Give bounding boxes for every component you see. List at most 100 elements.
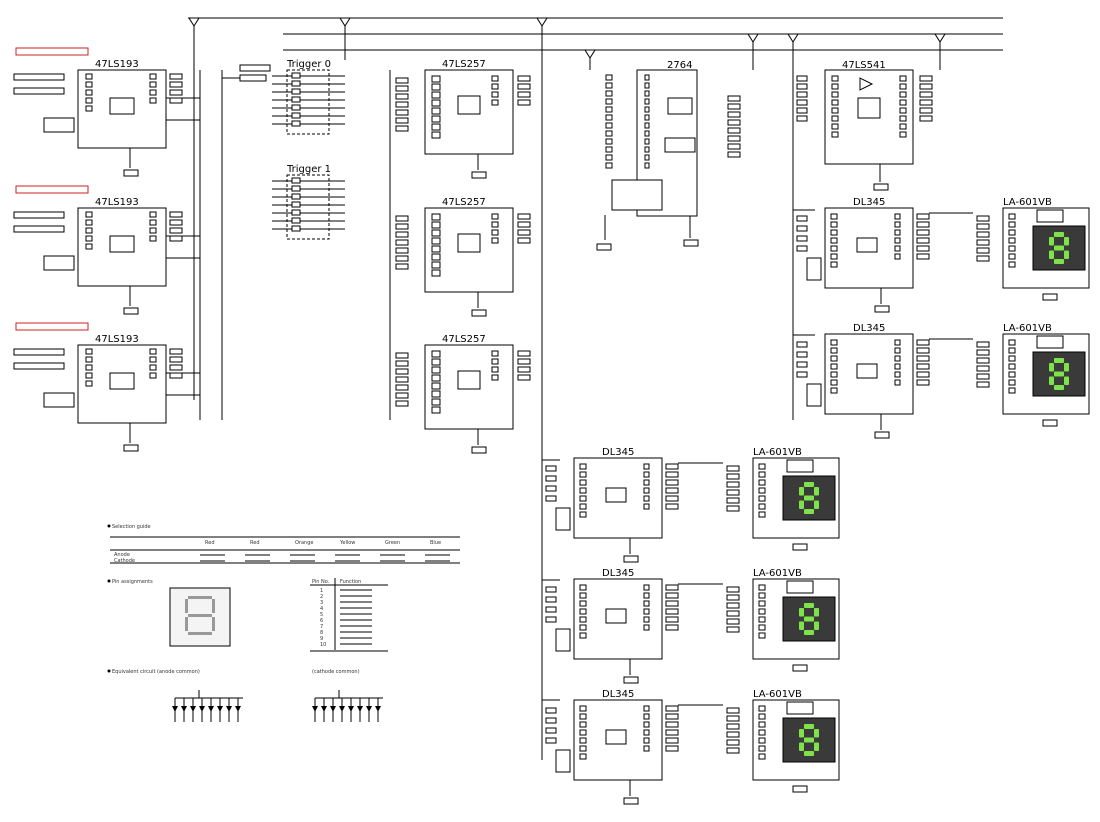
pin-pad — [976, 239, 990, 246]
pin-pad — [545, 727, 557, 734]
pin-pad — [431, 245, 441, 253]
pin-pad — [605, 146, 613, 153]
pin-pad — [579, 463, 587, 470]
pin-pad — [899, 115, 907, 122]
pin-pad — [976, 357, 990, 364]
pin-pad — [431, 382, 441, 390]
display-label: LA-601VB — [1003, 197, 1052, 208]
pin-pad — [431, 350, 441, 358]
pin-pad — [726, 505, 740, 512]
pin-pad — [149, 89, 157, 96]
pin-pad — [665, 624, 679, 631]
decoder-core — [605, 729, 627, 745]
red-marker — [15, 185, 89, 194]
pin-pad — [726, 489, 740, 496]
pin-pad — [491, 75, 499, 82]
pin-pad — [579, 632, 587, 639]
pin-pad — [796, 225, 808, 232]
pin-pad — [579, 608, 587, 615]
pin-pad — [431, 107, 441, 115]
bus-tap-line — [939, 33, 946, 43]
digit-segment — [1054, 245, 1064, 251]
pin-pad — [1008, 379, 1016, 386]
pin-pad — [431, 366, 441, 374]
pin-pad — [665, 729, 679, 736]
buffer-47ls541 — [796, 69, 933, 191]
diode-symbol — [181, 706, 187, 712]
pin-pad — [1008, 347, 1016, 354]
digit-segment — [1064, 363, 1069, 372]
mux-core — [457, 95, 481, 115]
display-pad — [792, 664, 808, 672]
pin-pad — [169, 73, 183, 80]
pin-pad — [395, 125, 409, 132]
pin-pad — [395, 352, 409, 359]
red-marker — [15, 322, 89, 331]
pin-pad — [431, 131, 441, 139]
decoder-core — [605, 608, 627, 624]
pin-pad — [643, 745, 650, 752]
display-label: LA-601VB — [1003, 323, 1052, 334]
pin-pad — [665, 479, 679, 486]
pin-pad — [644, 154, 650, 161]
pin-pad — [916, 221, 930, 228]
pin-pad — [644, 90, 650, 97]
eprom-core — [664, 137, 696, 153]
digit-segment — [804, 751, 814, 756]
pin-pad — [643, 471, 650, 478]
pin-pad — [644, 106, 650, 113]
display-label: LA-601VB — [753, 689, 802, 700]
pin-pad — [894, 253, 901, 260]
pin-pad — [1008, 229, 1016, 236]
pin-pad — [431, 358, 441, 366]
trigger-pad — [291, 104, 301, 111]
bullet — [107, 579, 111, 583]
pin-pad — [169, 81, 183, 88]
decoder-out-pad — [623, 797, 639, 805]
equiv-circuit-title: Equivalent circuit (anode common) — [112, 669, 200, 675]
pin-pad — [899, 83, 907, 90]
pin-pad — [665, 737, 679, 744]
trigger-pad — [291, 201, 301, 208]
pin-pad — [149, 356, 157, 363]
pin-pad — [85, 97, 93, 104]
pin-pad — [545, 707, 557, 714]
pin-pad — [545, 606, 557, 613]
bus-tap-line — [188, 17, 195, 27]
digit-segment — [1054, 385, 1064, 390]
pin-pad — [1008, 387, 1016, 394]
pin-pad — [894, 229, 901, 236]
pin-pad — [830, 245, 838, 252]
digit-segment — [804, 482, 814, 487]
table-col-header: Yellow — [339, 540, 355, 546]
pin-pad — [579, 745, 587, 752]
pin-pad — [919, 91, 933, 98]
counter-47ls193 — [13, 322, 200, 452]
pin-number: 3 — [320, 600, 323, 606]
pin-pad — [976, 247, 990, 254]
pin-pad — [491, 83, 499, 90]
digit-segment — [814, 487, 819, 496]
digit-segment — [804, 616, 814, 622]
pin-pad — [726, 723, 740, 730]
pin-pad — [758, 495, 766, 502]
pin-number: 7 — [320, 624, 323, 630]
pin-table-header: Pin No. — [312, 579, 330, 585]
pin-pad — [830, 371, 838, 378]
trigger-pad — [291, 120, 301, 127]
bus-tap-line — [541, 17, 548, 27]
digit-segment — [814, 608, 819, 617]
pin-pad — [916, 355, 930, 362]
pin-pad — [517, 374, 531, 381]
pin-pad — [85, 89, 93, 96]
diode-symbol — [339, 706, 345, 712]
pin-pad — [1008, 253, 1016, 260]
trigger-1 — [272, 174, 345, 240]
pin-pad — [517, 91, 531, 98]
pin-number: 2 — [320, 594, 323, 600]
pin-pad — [644, 122, 650, 129]
diode-symbol — [312, 706, 318, 712]
digit-segment — [804, 737, 814, 743]
pin-pad — [643, 584, 650, 591]
pin-pad — [517, 229, 531, 236]
